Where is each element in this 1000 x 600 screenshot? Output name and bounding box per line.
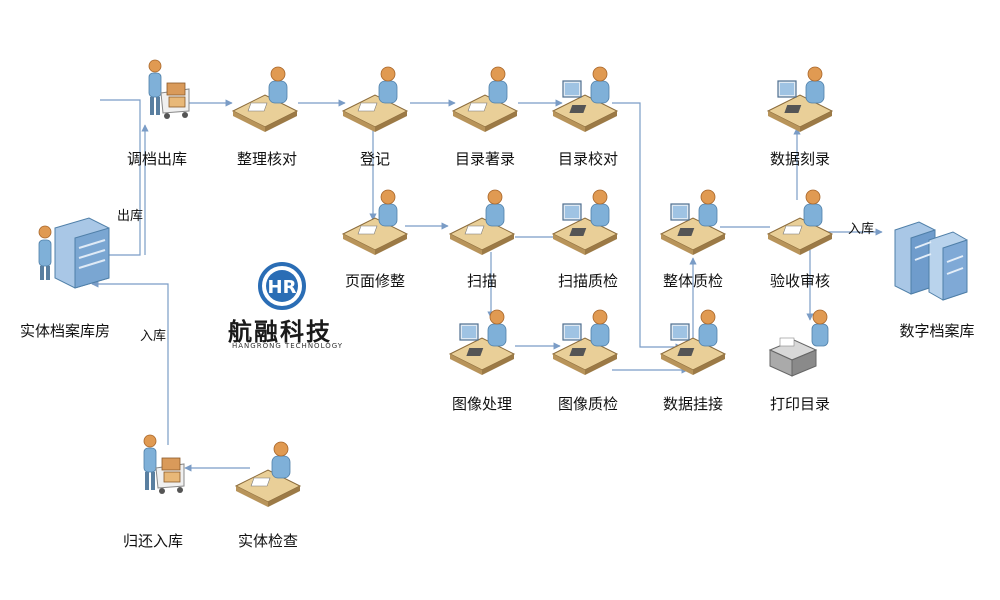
node-label: 归还入库 [122, 532, 183, 550]
node-label: 图像处理 [451, 395, 512, 413]
cart-person-icon [143, 434, 185, 495]
logo-mark-icon: HR [258, 262, 306, 310]
node-label: 数据刻录 [769, 150, 830, 168]
edge-guihuan-kufang [91, 280, 169, 445]
node-label: 目录校对 [557, 150, 618, 168]
node-label: 扫描 [466, 272, 497, 290]
edge-label-chuku: 出库 [117, 209, 144, 224]
computer-desk-icon [449, 309, 515, 376]
node-label: 整体质检 [662, 272, 723, 290]
node-label: 扫描质检 [557, 272, 618, 290]
desk-worker-icon [767, 189, 833, 256]
computer-desk-icon [552, 189, 618, 256]
computer-desk-icon [660, 189, 726, 256]
node-label: 数字档案库 [899, 322, 975, 340]
node-label: 图像质检 [557, 395, 618, 413]
connectors [91, 99, 883, 472]
desk-worker-icon [452, 66, 518, 133]
edge-label-ruku-right: 入库 [848, 222, 875, 237]
logo-brand: 航融科技 [228, 318, 332, 346]
desk-worker-icon [235, 441, 301, 508]
node-label: 调档出库 [126, 150, 187, 168]
node-label: 整理核对 [236, 150, 297, 168]
computer-desk-icon [552, 66, 618, 133]
desk-worker-icon [342, 189, 408, 256]
edge-label-ruku-left: 入库 [140, 329, 167, 344]
desk-worker-icon [342, 66, 408, 133]
node-label: 页面修整 [344, 272, 405, 290]
node-label: 验收审核 [769, 272, 830, 290]
server-rack-icon [894, 221, 968, 301]
company-logo: HR 航融科技 HANGRONG TECHNOLOGY [220, 262, 370, 352]
archive-room-icon [38, 217, 110, 289]
cart-person-icon [148, 59, 190, 120]
computer-desk-icon [767, 66, 833, 133]
node-label: 打印目录 [769, 395, 830, 413]
scanner-desk-icon [449, 189, 515, 256]
edge-jiaodui-guajie [612, 102, 683, 351]
computer-desk-icon [552, 309, 618, 376]
node-label: 登记 [359, 150, 390, 168]
node-label: 目录著录 [454, 150, 515, 168]
logo-brand-en: HANGRONG TECHNOLOGY [232, 342, 344, 350]
logo-mark-text: HR [268, 277, 297, 298]
node-label: 实体检查 [237, 532, 298, 550]
desk-worker-icon [232, 66, 298, 133]
node-label: 实体档案库房 [19, 322, 110, 340]
printer-icon [769, 309, 829, 377]
node-label: 数据挂接 [662, 395, 723, 413]
edge-kufang-diaodang-a [100, 99, 141, 256]
